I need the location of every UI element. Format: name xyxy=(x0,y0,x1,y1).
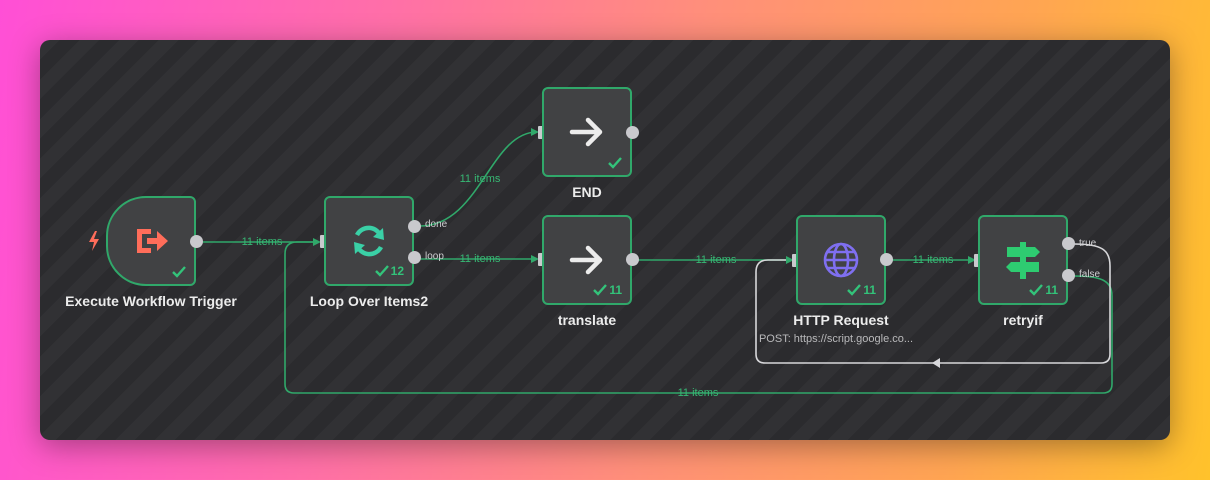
arrowhead xyxy=(531,128,539,136)
edge-label: 11 items xyxy=(459,173,501,185)
output-port-false[interactable] xyxy=(1062,269,1075,282)
node-http-request[interactable]: 11 xyxy=(796,215,886,305)
node-title: retryif xyxy=(1003,312,1043,328)
arrow-right-icon xyxy=(565,110,609,154)
port-label-false: false xyxy=(1079,269,1101,280)
check-icon xyxy=(847,284,862,296)
success-status: 12 xyxy=(374,264,404,278)
input-port[interactable] xyxy=(320,235,327,248)
node-title: translate xyxy=(557,312,617,328)
success-status: 11 xyxy=(593,283,622,297)
item-count: 11 xyxy=(863,283,876,297)
success-status: 11 xyxy=(1029,283,1058,297)
refresh-loop-icon xyxy=(347,219,391,263)
check-icon xyxy=(1029,284,1044,296)
edge-label: 11 items xyxy=(241,236,283,248)
input-port[interactable] xyxy=(538,253,545,266)
success-status xyxy=(608,157,622,169)
edge-true-http[interactable] xyxy=(755,243,1111,364)
arrowhead xyxy=(968,256,976,264)
output-port[interactable] xyxy=(880,253,893,266)
success-status: 11 xyxy=(847,283,876,297)
port-label-true: true xyxy=(1079,238,1097,249)
check-icon xyxy=(608,157,622,169)
node-subtitle: POST: https://script.google.co... xyxy=(758,333,914,345)
input-port[interactable] xyxy=(974,254,981,267)
arrow-right-icon xyxy=(565,238,609,282)
item-count: 12 xyxy=(390,264,404,278)
node-title: END xyxy=(572,184,602,200)
item-count: 11 xyxy=(609,283,622,297)
node-execute-workflow-trigger[interactable] xyxy=(106,196,196,286)
output-port[interactable] xyxy=(626,253,639,266)
output-port-true[interactable] xyxy=(1062,237,1075,250)
node-translate[interactable]: 11 xyxy=(542,215,632,305)
globe-icon xyxy=(819,238,863,282)
edge-label: 11 items xyxy=(912,254,954,266)
connections-layer xyxy=(203,128,1113,394)
arrowhead xyxy=(531,255,539,263)
arrowhead xyxy=(786,256,794,264)
port-label-done: done xyxy=(425,219,448,230)
edge-label: 11 items xyxy=(677,387,719,399)
port-label-loop: loop xyxy=(425,251,444,262)
edge-label: 11 items xyxy=(459,253,501,265)
edge-done-end[interactable] xyxy=(419,131,538,227)
arrowhead xyxy=(313,238,321,246)
node-retryif[interactable]: 11 xyxy=(978,215,1068,305)
node-loop-over-items[interactable]: 12 xyxy=(324,196,414,286)
signpost-icon xyxy=(1001,238,1045,282)
check-icon xyxy=(172,266,186,278)
item-count: 11 xyxy=(1045,283,1058,297)
edge-label: 11 items xyxy=(695,254,737,266)
output-port-done[interactable] xyxy=(408,220,421,233)
loop-back-arrow xyxy=(932,358,940,368)
node-title: HTTP Request xyxy=(793,312,889,328)
workflow-canvas[interactable]: 11 items 11 items 11 items 11 items 11 i… xyxy=(40,40,1170,440)
node-title: Loop Over Items2 xyxy=(309,293,429,309)
node-end[interactable] xyxy=(542,87,632,177)
input-port[interactable] xyxy=(538,126,545,139)
success-status xyxy=(172,266,186,278)
node-title: Execute Workflow Trigger xyxy=(65,293,237,309)
check-icon xyxy=(374,265,389,277)
output-port[interactable] xyxy=(626,126,639,139)
output-port-loop[interactable] xyxy=(408,251,421,264)
exit-arrow-icon xyxy=(129,219,173,263)
output-port[interactable] xyxy=(190,235,203,248)
check-icon xyxy=(593,284,608,296)
input-port[interactable] xyxy=(792,254,799,267)
trigger-bolt-icon xyxy=(89,231,99,251)
